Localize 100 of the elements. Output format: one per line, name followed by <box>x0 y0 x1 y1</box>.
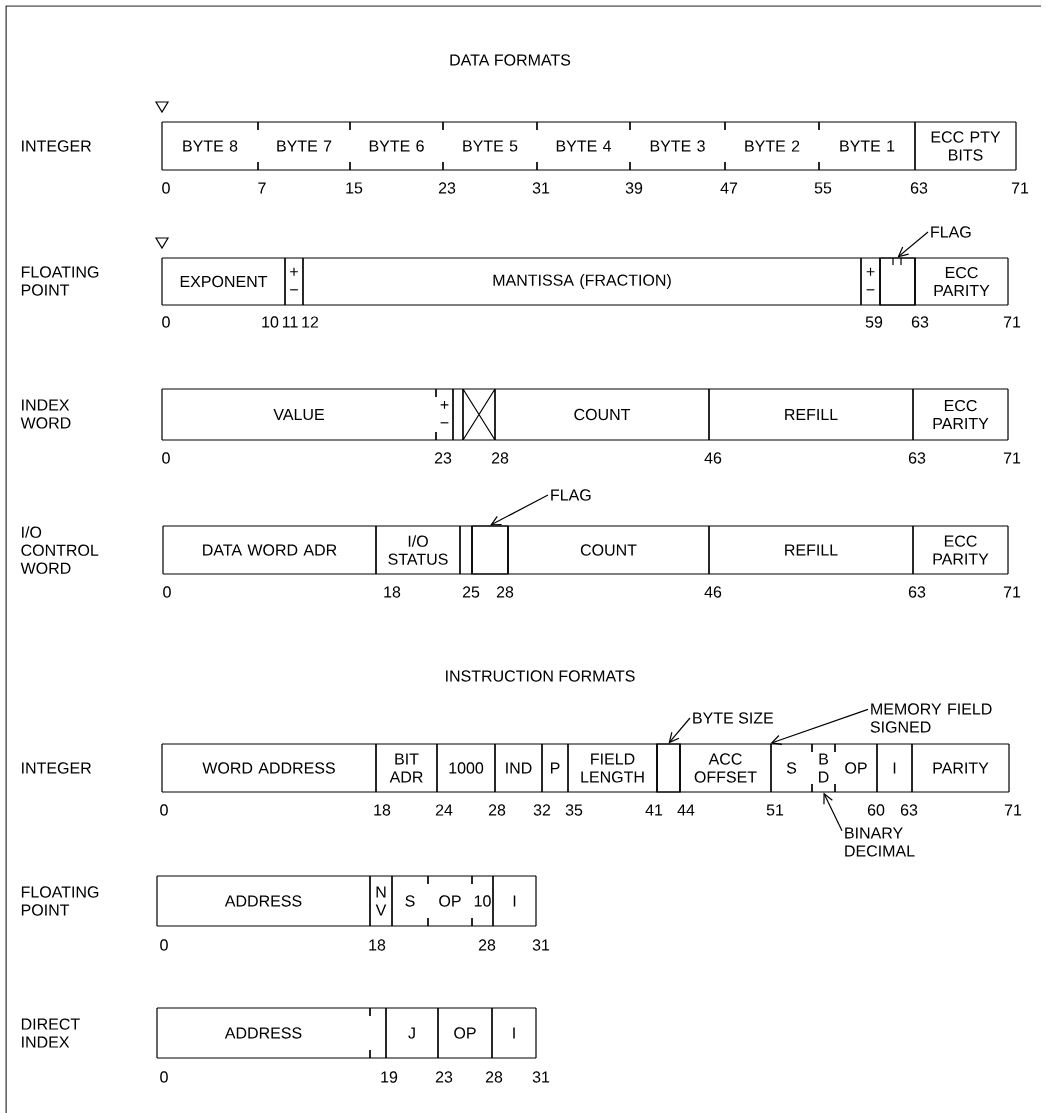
bit-number: 60 <box>867 804 885 816</box>
register-field: N V <box>369 875 393 927</box>
register-field: BYTE 6 <box>349 121 444 171</box>
bit-number: 55 <box>814 182 832 194</box>
leader-arrow <box>823 792 843 832</box>
callout-label: FLAG <box>931 226 971 238</box>
bit-number: 25 <box>462 586 480 598</box>
register-field: BYTE 2 <box>724 121 820 171</box>
callout-label: BYTE SIZE <box>693 712 774 724</box>
diagram-title: DATA FORMATS <box>450 54 571 66</box>
leader-arrow <box>490 494 549 526</box>
bit-number: 7 <box>258 182 266 194</box>
register-field: BYTE 8 <box>161 121 259 171</box>
register-field: J <box>385 1007 439 1059</box>
bit-number: 46 <box>704 586 722 598</box>
bit-number: 18 <box>374 804 391 816</box>
register-field: ECC PTY BITS <box>914 121 1017 171</box>
register-field: BYTE 1 <box>818 121 916 171</box>
callout-label: BINARY DECIMAL <box>845 827 915 857</box>
register-field: + − <box>284 257 304 306</box>
bit-number: 23 <box>434 452 452 464</box>
register-field: B D <box>811 743 836 793</box>
bit-number: 63 <box>900 804 918 816</box>
bit-number: 71 <box>1003 586 1021 598</box>
bit-number: 15 <box>346 182 363 194</box>
register-field: ECC PARITY <box>914 257 1009 306</box>
register-field: ECC PARITY <box>912 388 1009 441</box>
bit-number: 28 <box>485 1071 503 1083</box>
bit-number: 59 <box>865 316 883 328</box>
bit-number: 46 <box>704 452 722 464</box>
bit-number: 28 <box>478 939 496 951</box>
register-field: WORD ADDRESS <box>161 743 377 793</box>
bit-number: 71 <box>1003 452 1021 464</box>
register-field: BYTE 4 <box>536 121 631 171</box>
register-field: OP <box>427 875 473 927</box>
bit-number: 23 <box>435 1071 453 1083</box>
leader-arrow <box>897 231 929 258</box>
row-label: INTEGER <box>22 140 91 152</box>
bit-number: 31 <box>532 939 550 951</box>
row-label: FLOATING POINT <box>21 886 99 916</box>
bit-number: 10 <box>262 316 279 328</box>
register-field: BYTE 3 <box>629 121 726 171</box>
register-field: FIELD LENGTH <box>567 743 658 793</box>
bit-number: 24 <box>435 804 453 816</box>
section-heading: INSTRUCTION FORMATS <box>446 670 635 682</box>
register-field: OP <box>437 1007 493 1059</box>
bit-number: 71 <box>1004 804 1022 816</box>
bit-number: 35 <box>565 804 583 816</box>
register-field: I <box>491 1007 537 1059</box>
bit-number: 41 <box>645 804 663 816</box>
bit-number: 11 <box>282 316 298 328</box>
bit-number: 51 <box>766 804 784 816</box>
bit-number: 28 <box>491 452 509 464</box>
register-field: BYTE 5 <box>442 121 538 171</box>
bit-number: 63 <box>908 452 926 464</box>
register-field: BYTE 7 <box>257 121 351 171</box>
register-field: IND <box>494 743 543 793</box>
row-label: I/O CONTROL WORD <box>20 526 99 574</box>
bit-number: 12 <box>302 316 319 328</box>
register-field: ADDRESS <box>156 1007 371 1059</box>
bit-number: 71 <box>1003 316 1021 328</box>
register-field: I/O STATUS <box>375 525 461 575</box>
register-field: BIT ADR <box>375 743 438 793</box>
register-field: PARITY <box>911 743 1010 793</box>
bit-number: 71 <box>1011 182 1029 194</box>
row-label: FLOATING POINT <box>21 266 99 296</box>
bit-number: 63 <box>908 586 926 598</box>
register-field: ACC OFFSET <box>679 743 772 793</box>
row-label: INDEX WORD <box>20 399 71 429</box>
callout-label: MEMORY FIELD SIGNED <box>870 703 992 733</box>
bit-number: 63 <box>910 182 928 194</box>
leader-arrow <box>770 708 869 745</box>
bit-number: 63 <box>911 316 929 328</box>
register-field: COUNT <box>507 525 710 575</box>
register-field: 10 <box>471 875 494 927</box>
empty-field <box>656 743 681 793</box>
register-field: EXPONENT <box>161 257 286 306</box>
bit-number: 44 <box>677 804 695 816</box>
bit-number: 39 <box>625 182 643 194</box>
bit-number: 28 <box>496 586 514 598</box>
register-field: + − <box>435 388 454 441</box>
row-label: DIRECT INDEX <box>21 1018 80 1048</box>
bit-number: 32 <box>533 804 551 816</box>
register-field: P <box>541 743 569 793</box>
bit-number: 28 <box>488 804 506 816</box>
register-field: REFILL <box>708 525 914 575</box>
bit-number: 18 <box>369 939 386 951</box>
bit-number: 18 <box>384 586 401 598</box>
register-field: COUNT <box>494 388 710 441</box>
bit-number: 31 <box>532 182 550 194</box>
register-field: + − <box>860 257 881 306</box>
row-label: INTEGER <box>22 762 91 774</box>
register-field: ECC PARITY <box>912 525 1009 575</box>
callout-label: FLAG <box>551 489 591 501</box>
register-field: S <box>391 875 429 927</box>
leader-arrow <box>668 717 691 744</box>
register-field: ADDRESS <box>156 875 371 927</box>
empty-field <box>471 525 509 575</box>
empty-field <box>879 257 916 306</box>
register-field: OP <box>834 743 878 793</box>
